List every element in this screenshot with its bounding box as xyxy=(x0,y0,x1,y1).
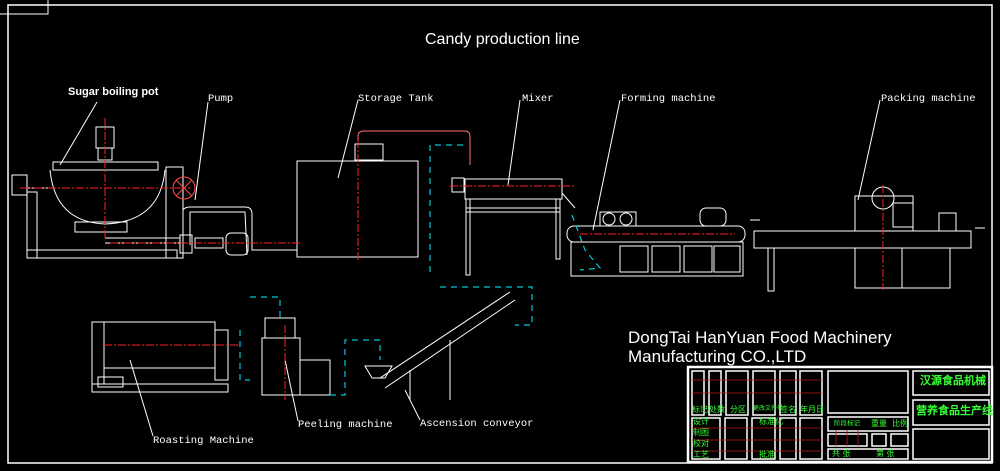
corner-notch xyxy=(0,0,49,15)
tb-standardization: 标准化 xyxy=(759,417,783,426)
forming-machine xyxy=(566,99,760,277)
title-block-drawing-cn: 营养食品生产线 xyxy=(916,404,993,417)
tb-role-check: 校对 xyxy=(693,439,709,448)
pump xyxy=(105,101,297,256)
title-block-frame xyxy=(686,365,994,464)
peeling-machine xyxy=(261,317,331,422)
ascension-conveyor xyxy=(364,291,516,421)
tb-header-sign: 签名 xyxy=(780,405,796,414)
packing-machine xyxy=(753,99,985,292)
roasting-machine xyxy=(91,321,229,437)
mixer xyxy=(451,99,576,276)
tb-total-sheets: 共 张 xyxy=(832,449,851,458)
label-peeling-machine: Peeling machine xyxy=(298,419,393,431)
title-block-rules xyxy=(692,379,859,452)
label-ascension-conveyor: Ascension conveyor xyxy=(420,418,534,430)
tb-sheet-no: 第 张 xyxy=(876,449,895,458)
tb-header-mark: 标记 xyxy=(692,405,708,414)
tb-approve: 批准 xyxy=(759,450,775,459)
label-forming-machine: Forming machine xyxy=(621,93,716,105)
tb-role-process: 工艺 xyxy=(693,450,709,459)
tb-header-change-doc: 更改文件号 xyxy=(753,405,784,412)
drawing-title: Candy production line xyxy=(425,31,580,48)
tb-scale: 比例 xyxy=(892,419,908,428)
title-block-company-cn: 汉源食品机械 xyxy=(920,374,986,387)
drawing-frame xyxy=(7,4,993,464)
tb-role-design: 设计 xyxy=(693,417,709,426)
transfer-path-dashed xyxy=(239,144,602,396)
company-name-line1: DongTai HanYuan Food Machinery xyxy=(628,328,892,347)
tb-weight: 重量 xyxy=(871,419,887,428)
storage-tank xyxy=(296,99,471,258)
label-sugar-boiling-pot: Sugar boiling pot xyxy=(68,86,159,98)
label-packing-machine: Packing machine xyxy=(881,93,976,105)
label-mixer: Mixer xyxy=(522,93,554,105)
tb-header-date: 年月日 xyxy=(800,405,824,414)
tb-role-draw: 制图 xyxy=(693,428,709,437)
tb-header-zone: 分区 xyxy=(730,405,746,414)
label-pump: Pump xyxy=(208,93,234,105)
center-lines xyxy=(20,118,884,400)
tb-stage-mark: 阶段标记 xyxy=(834,419,860,427)
tb-header-count: 处数 xyxy=(709,405,725,414)
label-roasting-machine: Roasting Machine xyxy=(153,435,254,447)
company-name-line2: Manufacturing CO.,LTD xyxy=(628,347,807,366)
sugar-boiling-pot xyxy=(11,101,196,259)
label-storage-tank: Storage Tank xyxy=(358,93,434,105)
